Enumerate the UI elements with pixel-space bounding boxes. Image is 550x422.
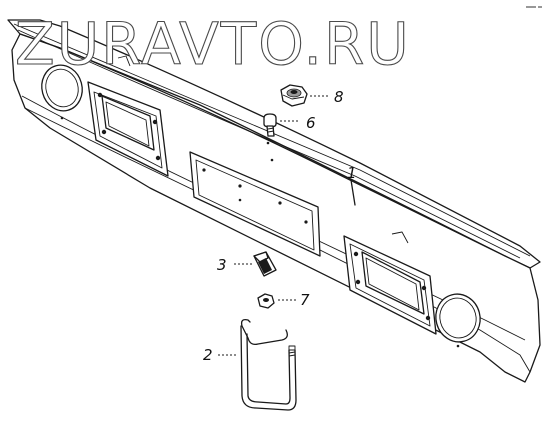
u-bolt-part[interactable]	[240, 318, 297, 411]
bumper-part[interactable]	[7, 19, 541, 383]
bracket-part[interactable]	[253, 251, 277, 277]
cage-nut-part[interactable]	[257, 293, 275, 309]
callout-6: 6	[306, 114, 316, 132]
callout-1: 1	[347, 164, 357, 182]
callout-3: 3	[217, 256, 227, 274]
watermark-text: ZURAVTO.RU	[15, 10, 411, 78]
bolt-part[interactable]	[263, 113, 277, 137]
callout-7: 7	[300, 291, 310, 309]
leader-line-1	[350, 179, 356, 206]
hex-nut-part[interactable]	[280, 84, 308, 107]
callout-2: 2	[203, 346, 213, 364]
callout-8: 8	[334, 88, 344, 106]
